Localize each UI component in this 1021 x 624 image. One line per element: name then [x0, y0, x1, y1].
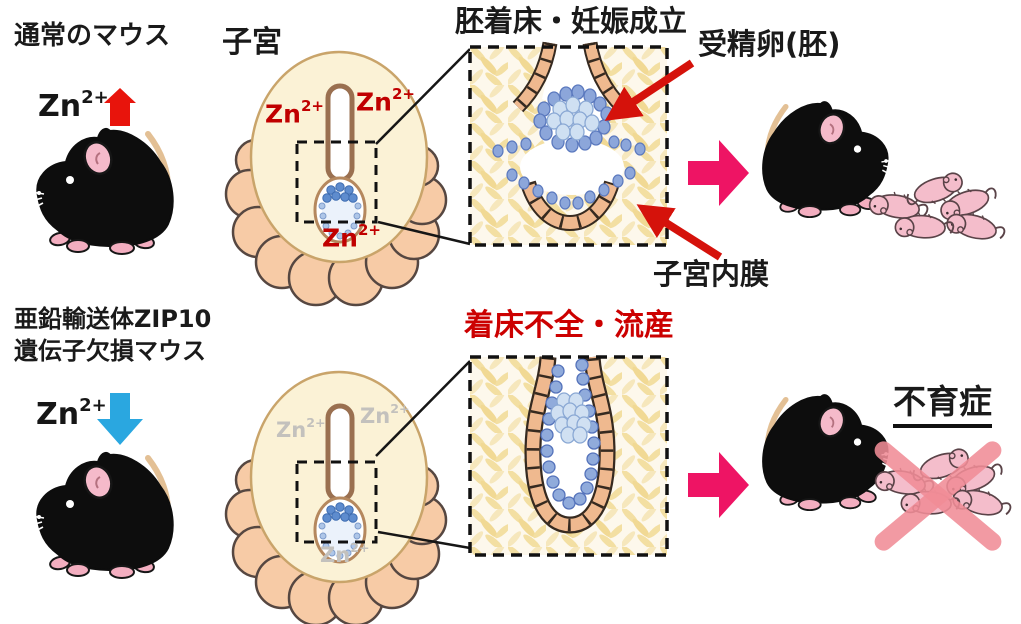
uterus2-zn-bottom: Zn2+ — [320, 540, 370, 567]
bottom-zn-down-arrow-icon — [97, 393, 143, 445]
bottom-uterus-figure — [226, 372, 446, 624]
bottom-zn-label: Zn2+ — [36, 395, 107, 432]
top-inset-implantation — [468, 43, 669, 247]
embryo-inner-cells — [550, 392, 592, 444]
infertility-label: 不育症 — [893, 383, 992, 428]
normal-mouse-label: 通常のマウス — [14, 21, 171, 51]
top-result-arrow-icon — [688, 140, 749, 206]
uterus2-zn-right: Zn2+ — [360, 401, 410, 428]
uterus-zn-right: Zn2+ — [356, 85, 415, 117]
ko-mouse-label-line1: 亜鉛輸送体ZIP10 — [14, 305, 212, 333]
bottom-ko-mouse-figure — [28, 453, 173, 578]
top-inset-title: 胚着床・妊娠成立 — [455, 4, 688, 38]
pink-cross-icon — [874, 441, 1002, 551]
uterus2-zn-left: Zn2+ — [276, 415, 326, 442]
egg-pointer-arrow-icon — [604, 59, 695, 121]
decidual-cells — [492, 135, 646, 210]
top-inset-connector-lines — [375, 48, 471, 246]
bottom-inset-title: 着床不全・流産 — [464, 308, 674, 343]
egg-label: 受精卵(胚) — [698, 27, 841, 61]
bottom-inset-failure — [468, 357, 669, 557]
ko-mouse-label-line2: 遺伝子欠損マウス — [14, 337, 206, 365]
top-normal-mouse-figure — [28, 129, 173, 254]
uterus-zn-left: Zn2+ — [265, 97, 324, 129]
bottom-inset-connector-lines — [375, 360, 471, 550]
top-pups-figure — [868, 171, 1007, 245]
top-zn-up-arrow-icon — [104, 88, 136, 126]
bottom-result-arrow-icon — [688, 452, 749, 518]
uterus-zn-bottom: Zn2+ — [322, 221, 381, 253]
uterus-label: 子宮 — [222, 25, 282, 60]
endometrium-label: 子宮内膜 — [653, 257, 770, 291]
top-zn-label: Zn2+ — [38, 87, 109, 124]
embryo-cell-ring — [540, 358, 601, 510]
endometrium-pointer-arrow-icon — [636, 204, 723, 261]
